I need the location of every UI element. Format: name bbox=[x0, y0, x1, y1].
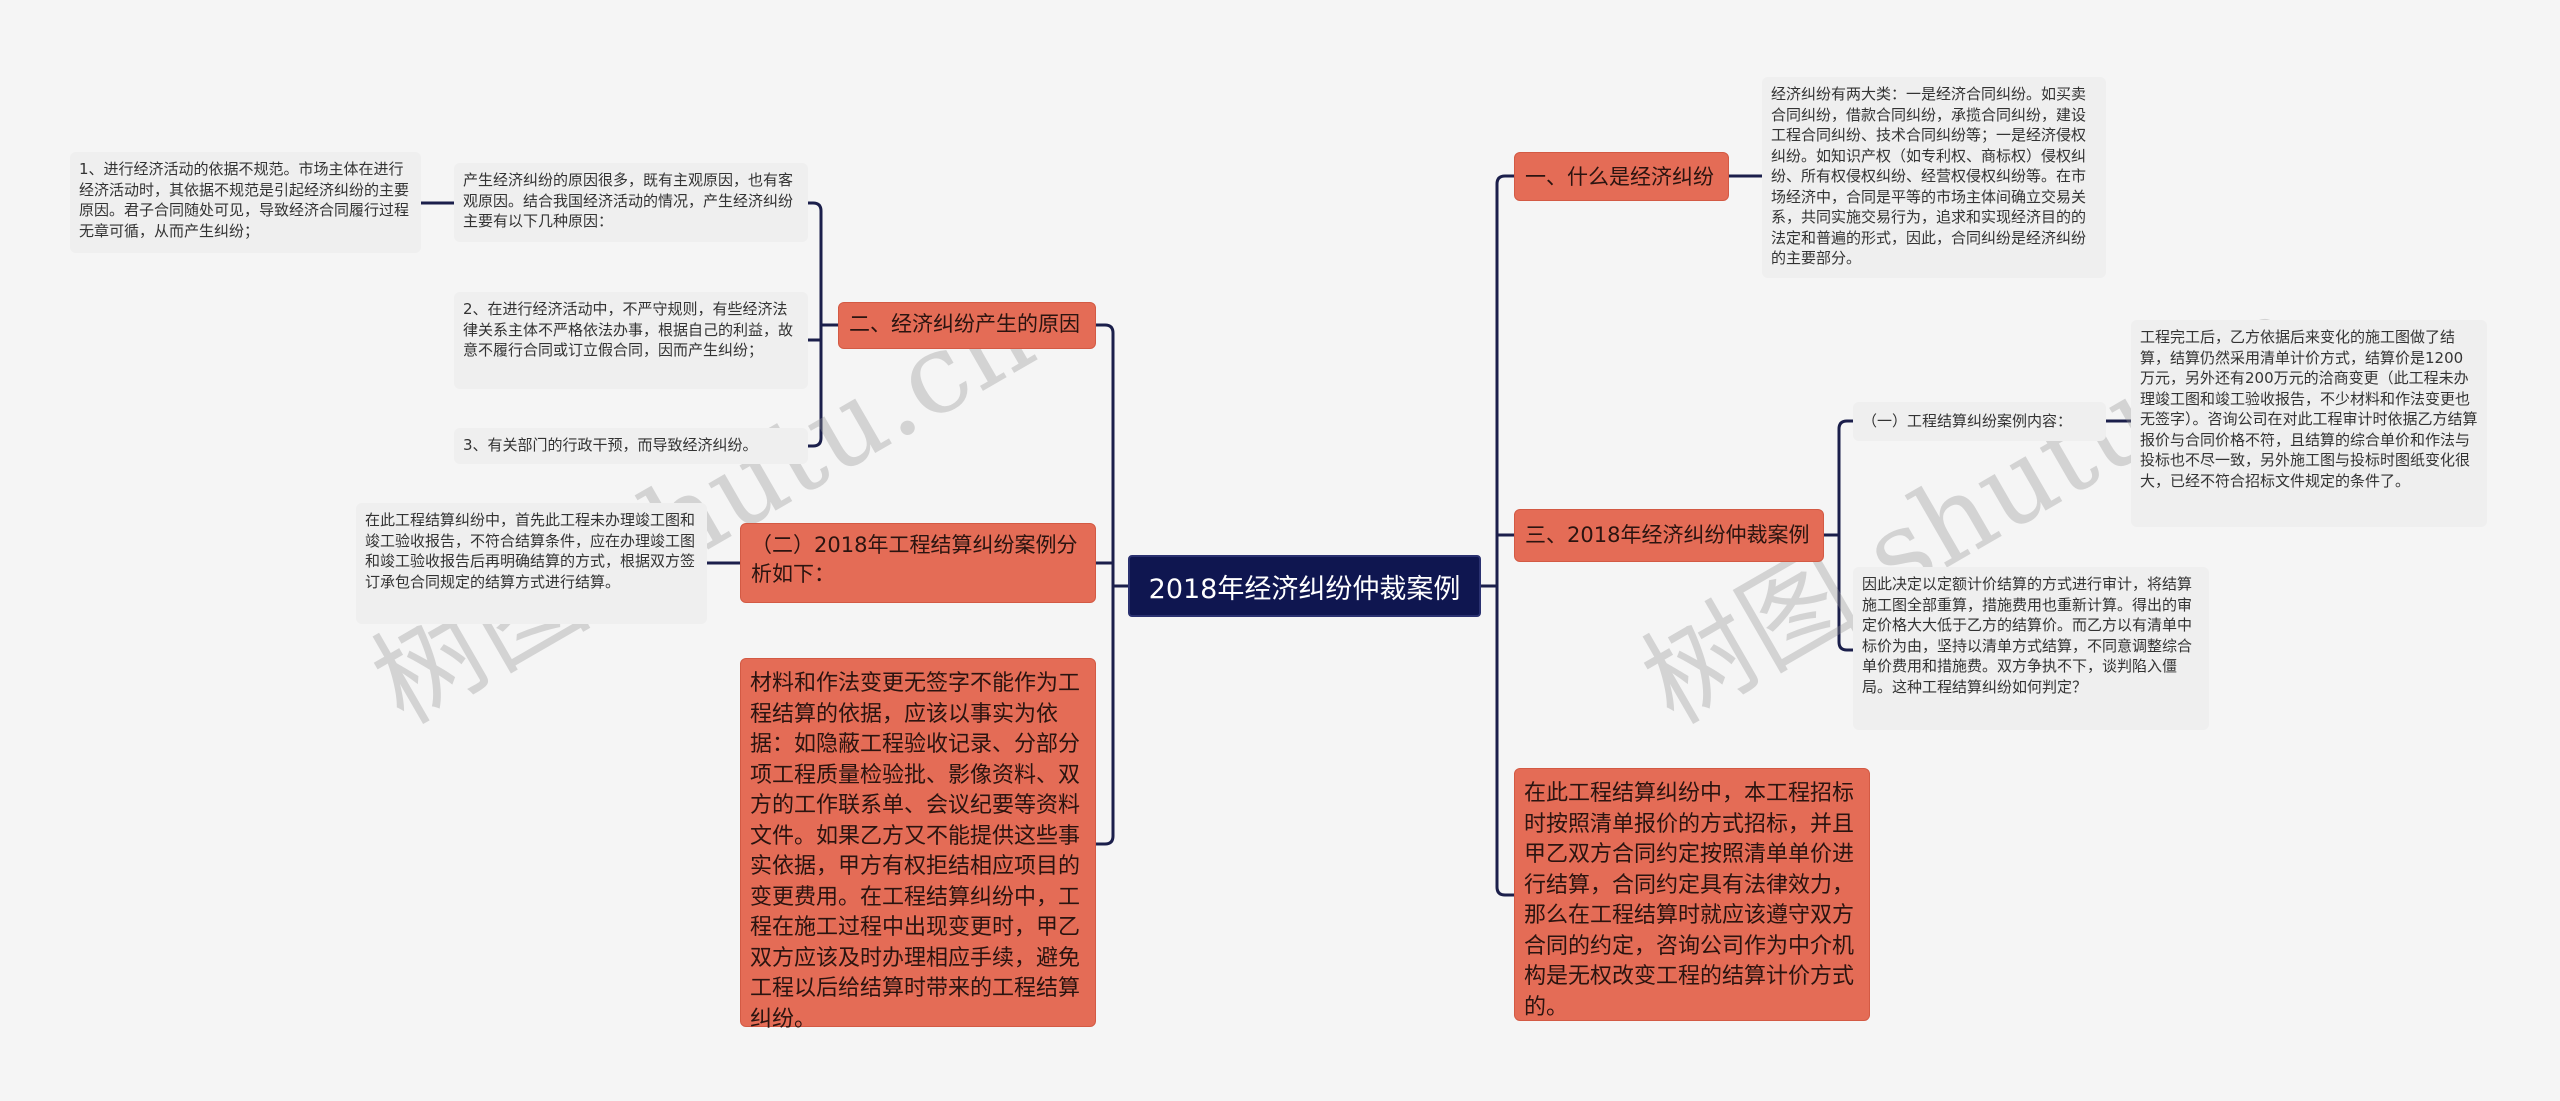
branch-label: （二）2018年工程结算纠纷案例分析如下： bbox=[751, 533, 1078, 586]
leaf-text: 产生经济纠纷的原因很多，既有主观原因，也有客观原因。结合我国经济活动的情况，产生… bbox=[463, 171, 794, 230]
leaf-case-decision[interactable]: 因此决定以定额计价结算的方式进行审计，将结算施工图全部重算，措施费用也重新计算。… bbox=[1853, 567, 2209, 730]
leaf-text: 1、进行经济活动的依据不规范。市场主体在进行经济活动时，其依据不规范是引起经济纠… bbox=[79, 160, 410, 240]
leaf-text: 经济纠纷有两大类：一是经济合同纠纷。如买卖合同纠纷，借款合同纠纷，承揽合同纠纷，… bbox=[1771, 85, 2087, 267]
branch-causes[interactable]: 二、经济纠纷产生的原因 bbox=[838, 302, 1096, 349]
connector-cases-spine bbox=[1824, 419, 1853, 652]
branch-cases[interactable]: 三、2018年经济纠纷仲裁案例 bbox=[1514, 509, 1824, 562]
connector-left-spine bbox=[1096, 323, 1115, 846]
leaf-text: 工程完工后，乙方依据后来变化的施工图做了结算，结算仍然采用清单计价方式，结算价是… bbox=[2140, 328, 2478, 490]
branch-label: 三、2018年经济纠纷仲裁案例 bbox=[1525, 523, 1810, 547]
leaf-causes-intro[interactable]: 产生经济纠纷的原因很多，既有主观原因，也有客观原因。结合我国经济活动的情况，产生… bbox=[454, 163, 808, 242]
leaf-text: 因此决定以定额计价结算的方式进行审计，将结算施工图全部重算，措施费用也重新计算。… bbox=[1862, 575, 2193, 696]
branch-label: 一、什么是经济纠纷 bbox=[1525, 165, 1714, 189]
branch-label: 在此工程结算纠纷中，本工程招标时按照清单报价的方式招标，并且甲乙双方合同约定按照… bbox=[1524, 781, 1855, 1020]
leaf-text: （一）工程结算纠纷案例内容： bbox=[1862, 412, 2073, 430]
leaf-cause-1[interactable]: 1、进行经济活动的依据不规范。市场主体在进行经济活动时，其依据不规范是引起经济纠… bbox=[70, 152, 421, 253]
leaf-cause-2[interactable]: 2、在进行经济活动中，不严守规则，有些经济法律关系主体不严格依法办事，根据自己的… bbox=[454, 292, 808, 389]
branch-what[interactable]: 一、什么是经济纠纷 bbox=[1514, 152, 1729, 201]
branch-materials[interactable]: 材料和作法变更无签字不能作为工程结算的依据，应该以事实为依据：如隐蔽工程验收记录… bbox=[740, 658, 1096, 1032]
leaf-text: 2、在进行经济活动中，不严守规则，有些经济法律关系主体不严格依法办事，根据自己的… bbox=[463, 300, 794, 359]
root-label: 2018年经济纠纷仲裁案例 bbox=[1148, 573, 1461, 605]
connector-causes-spine bbox=[808, 201, 838, 448]
branch-label: 材料和作法变更无签字不能作为工程结算的依据，应该以事实为依据：如隐蔽工程验收记录… bbox=[750, 671, 1081, 1032]
leaf-text: 在此工程结算纠纷中，首先此工程未办理竣工图和竣工验收报告，不符合结算条件，应在办… bbox=[365, 511, 696, 591]
leaf-what-detail[interactable]: 经济纠纷有两大类：一是经济合同纠纷。如买卖合同纠纷，借款合同纠纷，承揽合同纠纷，… bbox=[1762, 77, 2106, 278]
leaf-analysis-detail[interactable]: 在此工程结算纠纷中，首先此工程未办理竣工图和竣工验收报告，不符合结算条件，应在办… bbox=[356, 503, 707, 624]
leaf-case-content-detail[interactable]: 工程完工后，乙方依据后来变化的施工图做了结算，结算仍然采用清单计价方式，结算价是… bbox=[2131, 320, 2487, 527]
branch-conclusion[interactable]: 在此工程结算纠纷中，本工程招标时按照清单报价的方式招标，并且甲乙双方合同约定按照… bbox=[1514, 768, 1870, 1021]
leaf-text: 3、有关部门的行政干预，而导致经济纠纷。 bbox=[463, 436, 758, 454]
leaf-cause-3[interactable]: 3、有关部门的行政干预，而导致经济纠纷。 bbox=[454, 428, 808, 464]
root-node[interactable]: 2018年经济纠纷仲裁案例 bbox=[1128, 555, 1481, 617]
leaf-case-content[interactable]: （一）工程结算纠纷案例内容： bbox=[1853, 402, 2106, 441]
branch-analysis[interactable]: （二）2018年工程结算纠纷案例分析如下： bbox=[740, 523, 1096, 603]
branch-label: 二、经济纠纷产生的原因 bbox=[849, 312, 1080, 336]
